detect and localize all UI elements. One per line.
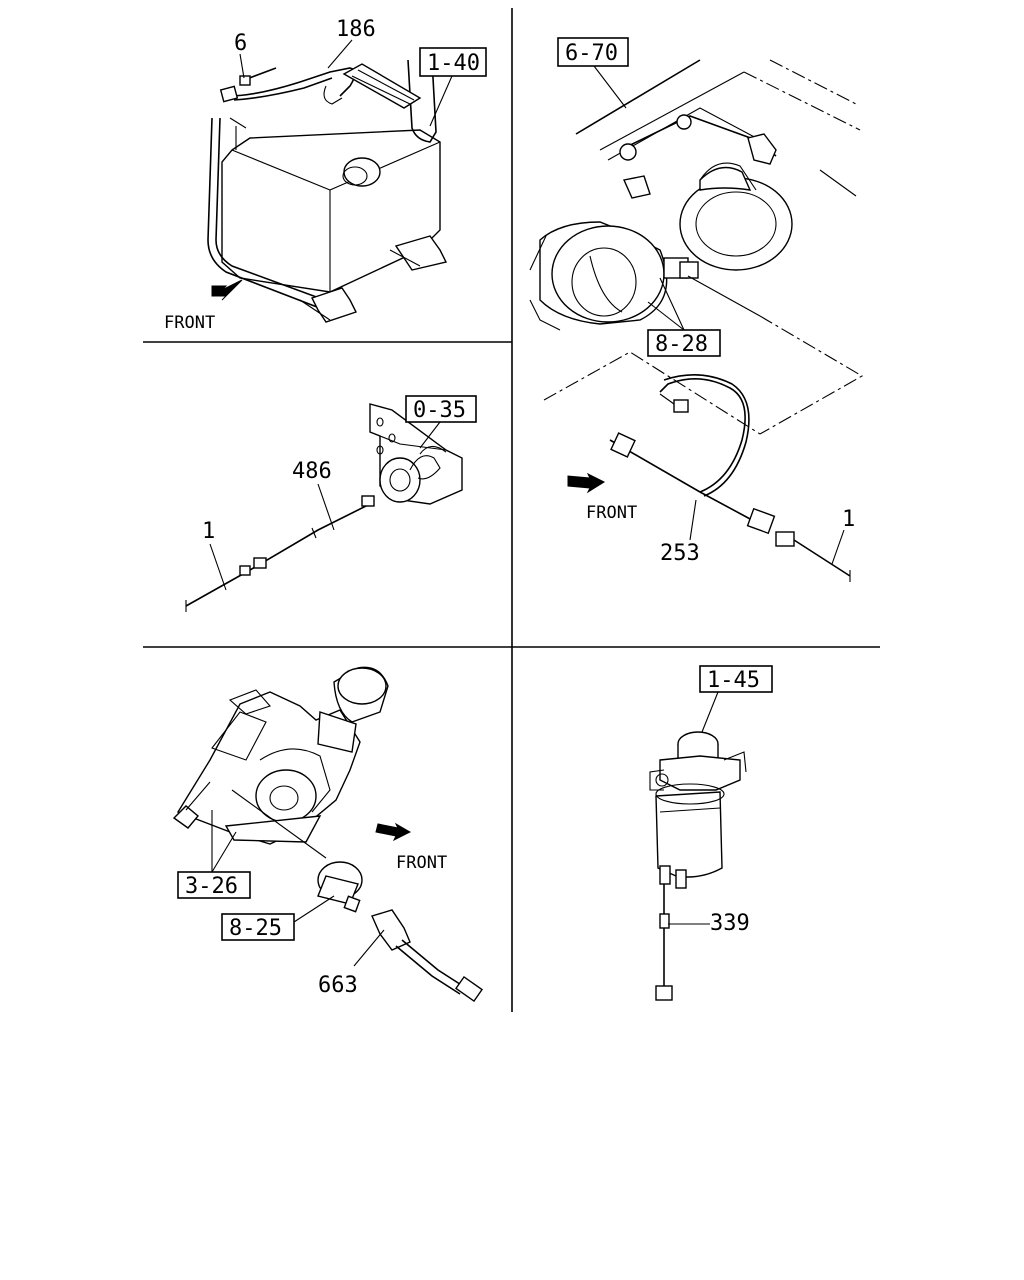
ref-label-0-35: 0-35	[413, 398, 466, 423]
ref-box-1-40	[419, 47, 487, 77]
panel-switch-bracket: 486 1 0-35	[185, 395, 477, 612]
leader-1-right	[831, 529, 845, 565]
ref-label-8-28: 8-28	[655, 332, 708, 357]
leader-6-70	[593, 65, 627, 109]
connector-1-a	[253, 557, 267, 569]
leader-8-28-a	[659, 277, 685, 331]
panel-fuel-tank: 6 186 1-40 FRONT	[164, 17, 487, 333]
part-number-1-left: 1	[202, 519, 215, 544]
leader-1-40	[429, 75, 453, 127]
part-number-486: 486	[292, 459, 332, 484]
panel-horns: 253 1 6-70 8-28 FRONT	[529, 37, 864, 582]
front-label-2: FRONT	[586, 503, 637, 523]
ref-label-1-45: 1-45	[707, 668, 760, 693]
ref-label-1-40: 1-40	[427, 51, 480, 76]
leader-1-left	[209, 543, 227, 591]
leader-663	[353, 929, 385, 967]
ref-box-0-35	[405, 395, 477, 423]
panel-fuel-filter: 339 1-45	[649, 665, 773, 1001]
fuel-filter-drawing	[649, 731, 747, 1001]
part-number-339: 339	[710, 911, 750, 936]
front-label-3: FRONT	[396, 853, 447, 873]
leader-1-45	[701, 691, 719, 733]
leader-486	[317, 483, 335, 531]
connector-486	[361, 495, 375, 507]
ref-box-3-26	[177, 871, 251, 899]
wire-harness-486	[185, 503, 371, 607]
part-number-186: 186	[336, 17, 376, 42]
leader-8-28-b	[647, 301, 685, 331]
ref-label-6-70: 6-70	[565, 41, 618, 66]
harness-253	[609, 374, 851, 582]
part-number-663: 663	[318, 973, 358, 998]
ref-label-8-25: 8-25	[229, 916, 282, 941]
oil-sensor-drawing	[172, 666, 484, 1003]
leader-8-25	[293, 895, 335, 923]
leader-253	[689, 499, 697, 541]
ref-box-1-45	[699, 665, 773, 693]
connector-1-b	[239, 565, 251, 576]
ref-box-8-25	[221, 913, 295, 941]
part-number-253: 253	[660, 541, 700, 566]
front-arrow-icon	[375, 822, 412, 842]
front-label-1: FRONT	[164, 313, 215, 333]
part-number-1-right: 1	[842, 507, 855, 532]
front-arrow-icon	[211, 279, 243, 301]
fuel-tank-drawing	[207, 59, 448, 323]
ref-label-3-26: 3-26	[185, 874, 238, 899]
leader-186	[327, 39, 353, 69]
leader-3-26-b	[211, 831, 237, 873]
part-number-6: 6	[234, 31, 247, 56]
horns-drawing	[529, 59, 864, 435]
leader-6	[239, 53, 245, 79]
leader-0-35	[419, 421, 441, 449]
panel-dividers	[143, 8, 880, 1012]
switch-bracket-drawing	[369, 403, 463, 505]
panel-oil-sensor: 3-26 8-25 663 FRONT	[172, 666, 484, 1003]
ref-box-6-70	[557, 37, 629, 67]
front-arrow-icon	[567, 472, 606, 494]
